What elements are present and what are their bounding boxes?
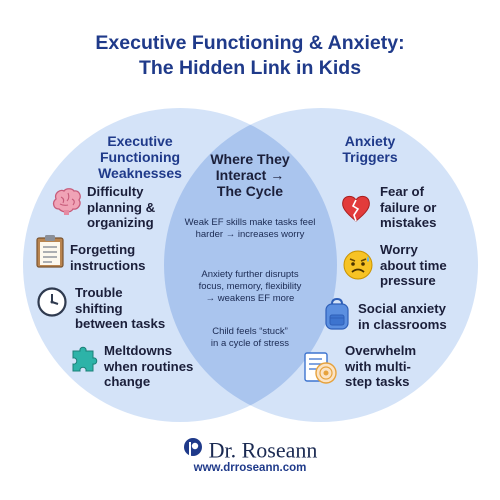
title-line-2: The Hidden Link in Kids bbox=[138, 57, 362, 79]
left-item-forgetting: Forgetting instructions bbox=[70, 242, 146, 273]
worried-face-icon bbox=[343, 250, 373, 285]
left-item-planning: Difficulty planning & organizing bbox=[87, 184, 156, 230]
brand-url[interactable]: www.drroseann.com bbox=[193, 462, 307, 474]
left-item-meltdowns: Meltdowns when routines change bbox=[104, 343, 194, 389]
right-item-overwhelm: Overwhelm with multi- step tasks bbox=[345, 343, 417, 389]
overlap-region bbox=[164, 108, 337, 422]
middle-point-1: Weak EF skills make tasks feel harder → … bbox=[184, 217, 316, 240]
right-item-fear: Fear of failure or mistakes bbox=[380, 184, 437, 230]
task-list-icon bbox=[302, 349, 338, 390]
clipboard-icon bbox=[36, 234, 64, 273]
left-item-shifting: Trouble shifting between tasks bbox=[75, 285, 166, 331]
backpack-icon bbox=[324, 297, 350, 335]
middle-section-heading: Where They Interact → The Cycle bbox=[210, 151, 290, 199]
middle-point-2: Anxiety further disrupts focus, memory, … bbox=[198, 269, 302, 304]
broken-heart-icon bbox=[340, 193, 372, 228]
clock-icon bbox=[37, 287, 67, 322]
brand-logo: Dr. Roseann bbox=[0, 437, 500, 464]
middle-point-3: Child feels “stuck” in a cycle of stress bbox=[210, 326, 290, 349]
right-section-heading: Anxiety Triggers bbox=[342, 133, 398, 165]
title-line-1: Executive Functioning & Anxiety: bbox=[95, 32, 405, 54]
puzzle-piece-icon bbox=[69, 343, 101, 380]
right-item-worry: Worry about time pressure bbox=[380, 242, 447, 288]
brand-mark-icon bbox=[183, 437, 203, 464]
brand-name: Dr. Roseann bbox=[208, 437, 318, 463]
brain-icon bbox=[51, 187, 83, 222]
right-item-social: Social anxiety in classrooms bbox=[358, 301, 447, 332]
left-section-heading: Executive Functioning Weaknesses bbox=[98, 133, 182, 181]
